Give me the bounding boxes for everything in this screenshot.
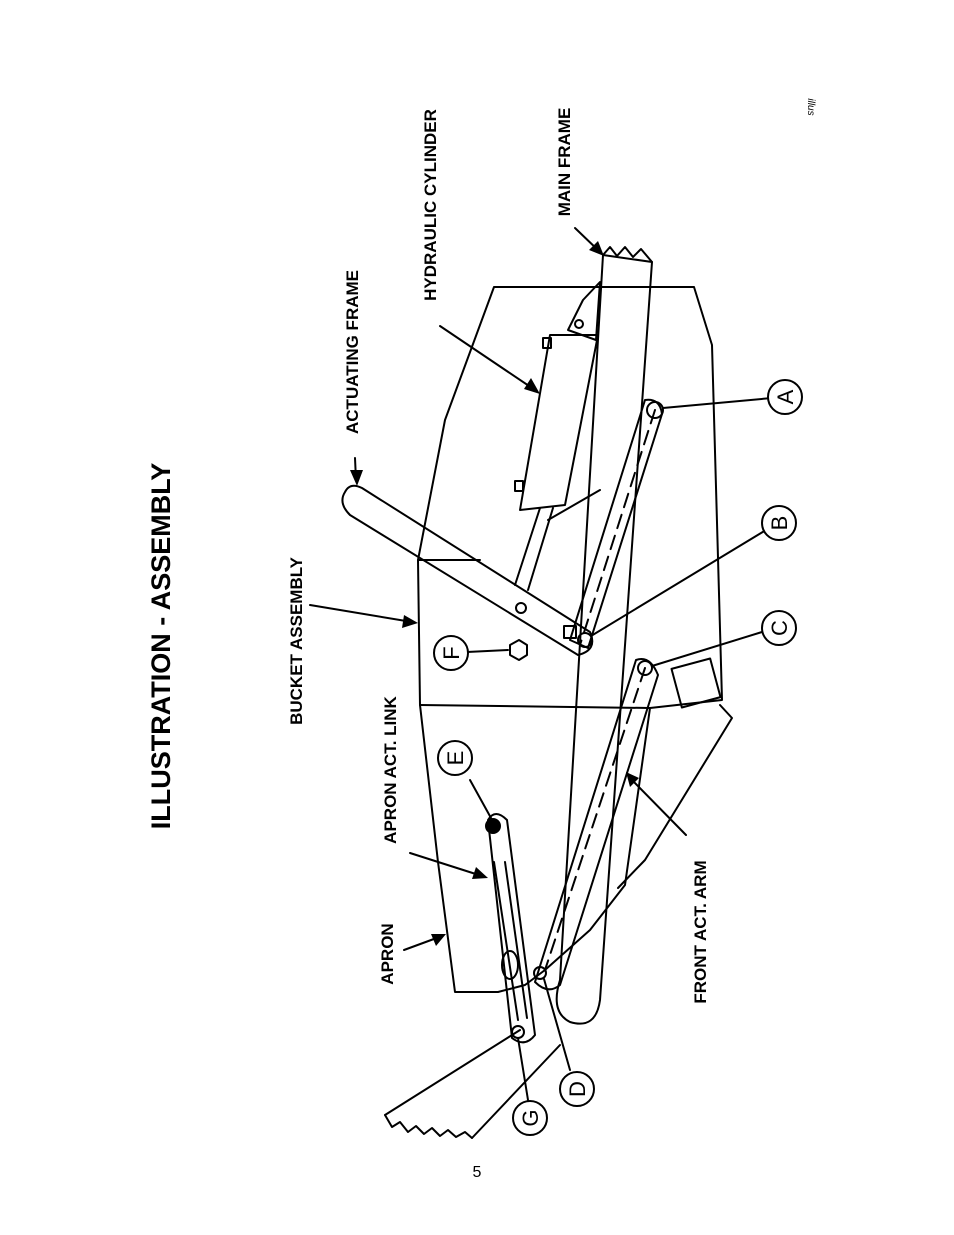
leader-apron-act-link (409, 852, 483, 877)
arm-guide (617, 704, 733, 889)
pivot-c (637, 660, 653, 676)
callout-circle-a (767, 379, 803, 415)
leader-g (517, 1037, 529, 1101)
arrowhead-apron-act-link (472, 867, 488, 879)
cylinder-mount (567, 281, 601, 341)
label-main-frame: MAIN FRAME (555, 108, 574, 217)
callout-circle-b (761, 505, 797, 541)
leader-f (466, 649, 509, 653)
callout-circle-c (761, 610, 797, 646)
apron-link-roller (501, 950, 519, 980)
arrowhead-hydraulic-cylinder (524, 378, 540, 394)
cylinder-rod-lower (527, 507, 554, 591)
callout-e: E (443, 751, 468, 766)
pivot-f-bolt (509, 639, 528, 661)
pivot-d (533, 966, 547, 980)
main-frame (555, 254, 653, 1025)
dashed-line-lower (544, 667, 646, 971)
callout-b: B (767, 516, 792, 531)
leader-e (469, 779, 492, 819)
arrowhead-apron (431, 934, 446, 946)
leader-d (543, 978, 571, 1071)
apron-act-link (487, 813, 536, 1044)
hydraulic-cylinder (519, 334, 599, 511)
page-number: 5 (472, 1164, 482, 1181)
arm-stop-block (670, 657, 722, 709)
main-frame-break (602, 246, 653, 263)
callout-circle-d (559, 1071, 595, 1107)
callout-a: A (773, 389, 798, 404)
page-title: ILLUSTRATION - ASSEMBLY (146, 463, 176, 830)
rear-link-upper (569, 398, 663, 649)
cylinder-port-lower (514, 480, 524, 492)
callout-circle-f (433, 635, 469, 671)
dashed-line-upper (579, 409, 656, 646)
arrowhead-main-frame (589, 241, 604, 256)
leader-c (651, 631, 763, 667)
pivot-e-nut (485, 818, 501, 834)
label-hydraulic-cylinder: HYDRAULIC CYLINDER (421, 109, 440, 301)
arrowhead-actuating-frame (350, 470, 363, 486)
actuating-frame (341, 484, 594, 656)
illus-tag: illus (805, 98, 816, 115)
cylinder-port-upper (542, 337, 552, 349)
actuating-frame-pin (515, 602, 527, 614)
label-front-act-arm: FRONT ACT. ARM (691, 860, 710, 1003)
leader-b (590, 529, 767, 637)
rear-brace (547, 489, 601, 521)
lower-frame-break (384, 1114, 473, 1139)
leader-bucket-assembly (309, 604, 413, 623)
leader-front-act-arm (629, 777, 687, 836)
callout-c: C (767, 620, 792, 636)
arrowhead-bucket-assembly (402, 615, 418, 628)
callout-circle-g (512, 1100, 548, 1136)
callout-circle-e (437, 740, 473, 776)
callout-f: F (439, 646, 464, 659)
callout-d: D (565, 1081, 590, 1097)
cylinder-rod-upper (514, 507, 541, 586)
callout-g: G (518, 1109, 543, 1126)
apron-link-slot-right (504, 861, 528, 1019)
lower-frame-right (471, 1044, 561, 1139)
lower-frame-left (384, 1029, 521, 1116)
apron-link-slot-left (493, 861, 519, 1021)
bucket-apron-seam (419, 704, 651, 709)
front-act-arm (534, 658, 659, 991)
label-actuating-frame: ACTUATING FRAME (343, 270, 362, 434)
cylinder-mount-pin (574, 319, 584, 329)
leader-hydraulic-cylinder (439, 325, 536, 391)
leader-a (662, 397, 773, 409)
label-apron: APRON (378, 923, 397, 984)
arrowhead-front-act-arm (626, 772, 639, 787)
pivot-a (646, 401, 664, 419)
label-bucket-assembly: BUCKET ASSEMBLY (287, 556, 306, 724)
label-apron-act-link: APRON ACT. LINK (381, 695, 400, 843)
